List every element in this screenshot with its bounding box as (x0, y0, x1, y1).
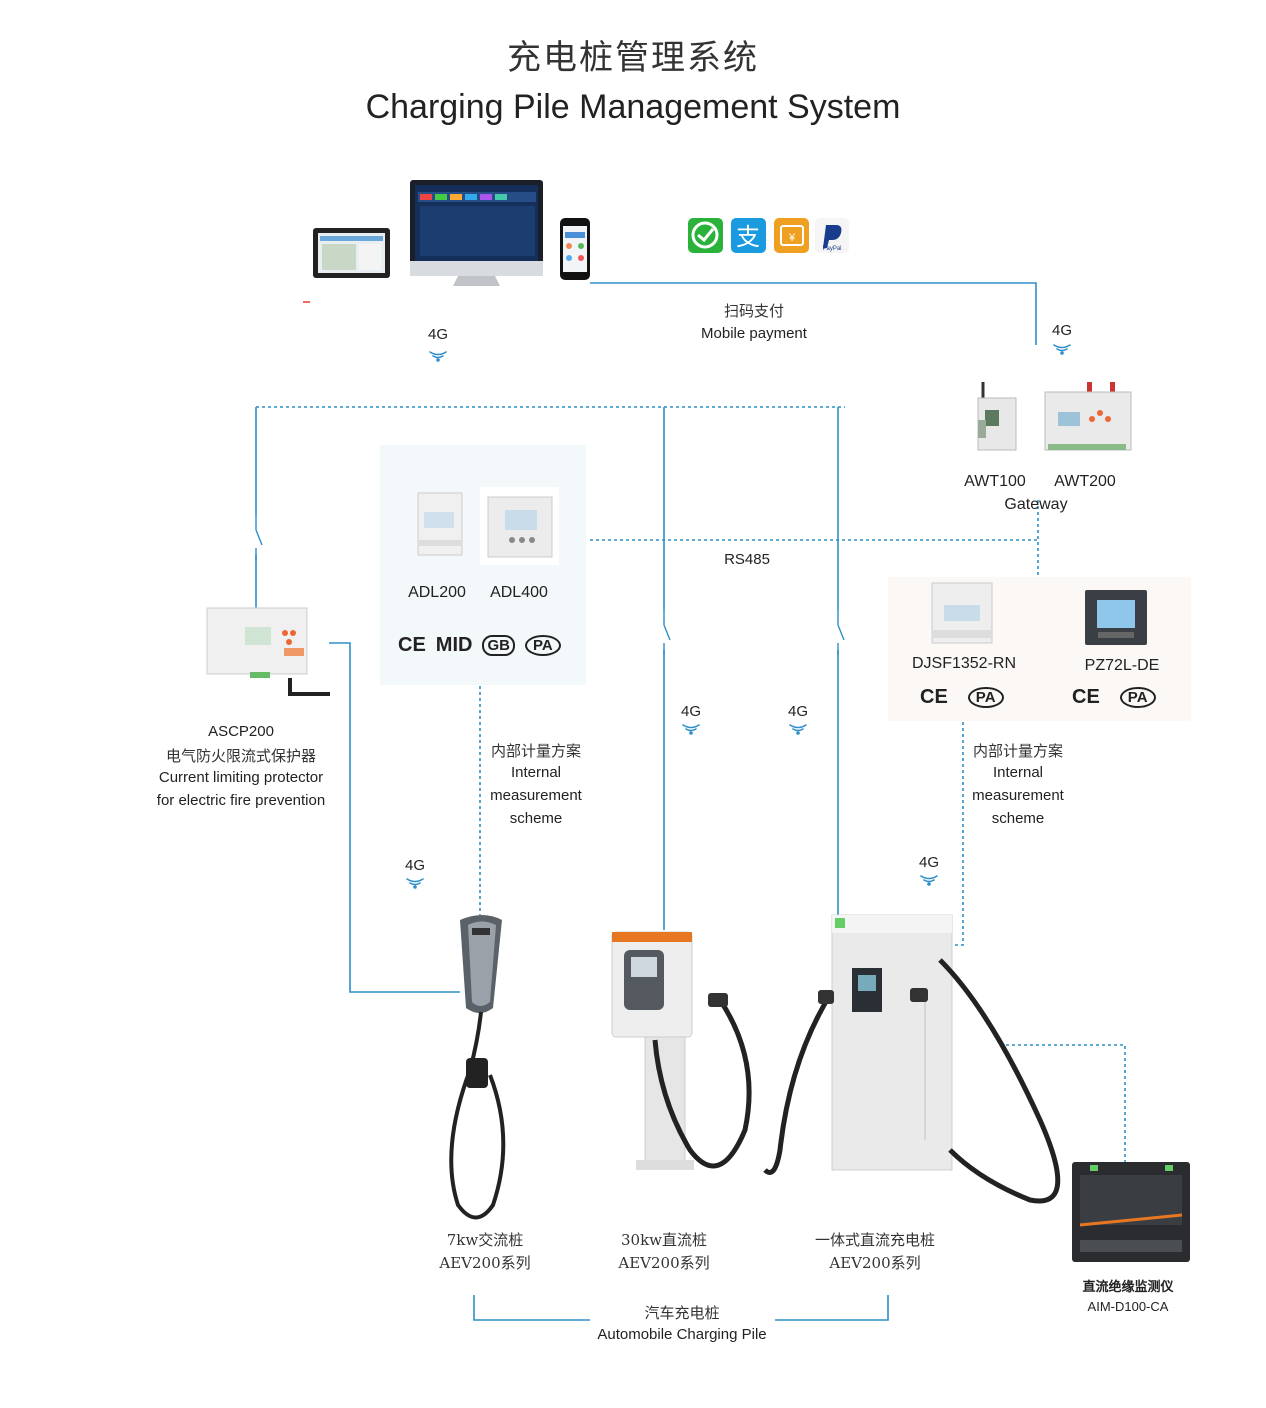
wechat-pay-icon (688, 218, 723, 253)
pz72l-cert-row: CE PA (1072, 686, 1182, 709)
pa-mark: PA (967, 687, 1004, 708)
tablet-icon (313, 228, 390, 278)
adl200-label: ADL200 (408, 584, 466, 601)
payment-link-line (590, 282, 1037, 345)
awt100-label: AWT100 (964, 473, 1026, 490)
pz72l-label: PZ72L-DE (1084, 657, 1160, 674)
group-bracket-left (473, 1295, 590, 1321)
adl200-device (417, 492, 463, 556)
pile-ac-line2: AEV200系列 (439, 1254, 531, 1272)
wifi-icon (429, 351, 447, 362)
protector-en-2: for electric fire prevention (156, 792, 326, 809)
insulation-cn: 直流绝缘监测仪 (1082, 1280, 1174, 1295)
djsf1352-device (931, 582, 993, 644)
pile-integrated-line2: AEV200系列 (829, 1254, 921, 1272)
awt200-label: AWT200 (1054, 473, 1116, 490)
mobile-payment-en: Mobile payment (701, 325, 807, 342)
alipay-icon: 支 (731, 218, 766, 253)
svg-text:PayPal: PayPal (822, 246, 841, 252)
ac-charger-7kw (449, 915, 506, 1220)
mobile-payment-cn: 扫码支付 (723, 302, 784, 320)
mid-mark: MID (435, 633, 473, 656)
wifi-icon (682, 724, 700, 735)
page-title-cn: 充电桩管理系统 (507, 38, 759, 78)
scheme-right-en-2: measurement (972, 787, 1064, 804)
pile-integrated-line1: 一体式直流充电桩 (814, 1231, 935, 1249)
paypal-icon: PayPal (815, 218, 849, 253)
adl400-label: ADL400 (490, 584, 548, 601)
dc-charger-30kw (611, 931, 752, 1170)
switch-icon (250, 515, 263, 560)
ce-mark: CE (920, 686, 948, 708)
scheme-left-en-3: scheme (509, 810, 563, 827)
monitor-icon (410, 180, 543, 286)
wifi-icon (789, 724, 807, 735)
ce-mark: CE (398, 633, 426, 656)
protector-model: ASCP200 (208, 723, 274, 740)
ce-mark: CE (1072, 686, 1100, 708)
signal-label: 4G (680, 703, 701, 720)
gb-mark: GB (482, 634, 515, 656)
aim-d100-device (1072, 1162, 1190, 1262)
protector-cn: 电气防火限流式保护器 (165, 747, 316, 765)
pa-mark: PA (524, 634, 561, 656)
page-title-en: Charging Pile Management System (365, 88, 901, 126)
wifi-icon (1053, 344, 1071, 355)
switch-icon (658, 610, 671, 655)
ascp200-device (206, 607, 330, 696)
pa-mark: PA (1119, 687, 1156, 708)
svg-text:支: 支 (736, 224, 760, 251)
pz72l-device (1085, 590, 1147, 645)
scheme-right-en-3: scheme (991, 810, 1045, 827)
scheme-right-cn: 内部计量方案 (972, 742, 1063, 760)
rs485-label: RS485 (724, 551, 770, 568)
protector-en-1: Current limiting protector (158, 769, 324, 786)
wifi-icon (920, 875, 938, 886)
gateway-label: Gateway (1004, 496, 1068, 513)
djsf1352-label: DJSF1352-RN (911, 655, 1017, 672)
external-scheme-dashed (950, 722, 964, 946)
phone-icon (560, 218, 590, 280)
signal-label: 4G (1051, 322, 1072, 339)
insulation-model: AIM-D100-CA (1087, 1299, 1169, 1314)
scheme-right-en-1: Internal (992, 764, 1044, 781)
svg-text:¥: ¥ (788, 232, 796, 244)
scheme-left-en-2: measurement (490, 787, 582, 804)
wifi-icon (406, 878, 424, 889)
scheme-left-en-1: Internal (510, 764, 562, 781)
signal-label: 4G (404, 857, 425, 874)
pile-ac-line1: 7kw交流桩 (446, 1231, 524, 1249)
scheme-left-cn: 内部计量方案 (490, 742, 581, 760)
switch-icon (832, 610, 845, 655)
pile-dc30-line2: AEV200系列 (618, 1254, 710, 1272)
signal-label: 4G (427, 326, 448, 343)
protector-to-ac-line (329, 642, 460, 993)
insulation-dashed (1000, 1044, 1126, 1162)
signal-label: 4G (787, 703, 808, 720)
pile-dc30-line1: 30kw直流桩 (620, 1231, 708, 1249)
internal-cert-row: CE MID GB PA (398, 632, 568, 658)
group-bracket-right (775, 1295, 889, 1321)
union-pay-icon: ¥ (774, 218, 809, 253)
dc-charger-integrated (763, 914, 1061, 1204)
group-en: Automobile Charging Pile (597, 1326, 767, 1343)
group-cn: 汽车充电桩 (644, 1304, 720, 1322)
adl400-device (480, 487, 559, 565)
signal-label: 4G (918, 854, 939, 871)
awt200-device (1044, 382, 1132, 451)
awt100-device (977, 382, 1017, 451)
djsf-cert-row: CE PA (920, 686, 1030, 709)
